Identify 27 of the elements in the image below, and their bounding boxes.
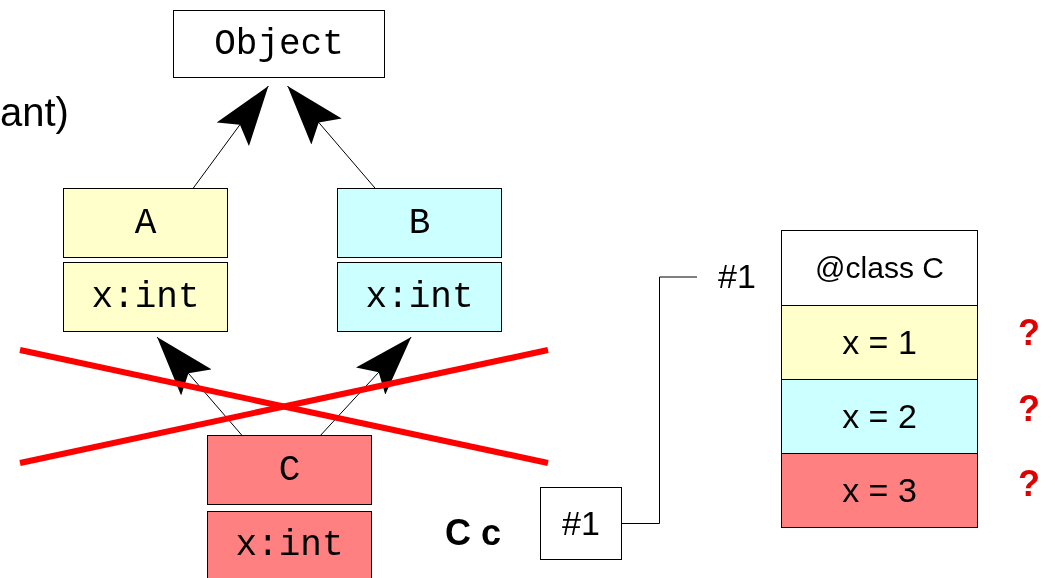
class-name-compartment: A — [63, 188, 228, 258]
address-label: #1 — [718, 257, 756, 296]
inheritance-arrow — [287, 85, 376, 189]
question-mark: ? — [1018, 312, 1040, 354]
cut-off-text: ant) — [0, 90, 69, 135]
field-value-compartment: x = 1 — [781, 305, 978, 380]
pointer-value-box: #1 — [540, 487, 622, 560]
class-box — [337, 188, 502, 332]
inheritance-arrow — [320, 336, 412, 436]
object-box — [781, 230, 978, 528]
class-name-compartment: C — [207, 435, 372, 505]
inheritance-arrow — [192, 85, 269, 189]
connector-line — [621, 276, 698, 524]
class-box — [63, 188, 228, 332]
field-compartment: x:int — [63, 262, 228, 332]
question-mark: ? — [1018, 388, 1040, 430]
field-compartment: x:int — [207, 511, 372, 578]
variable-label: C c — [445, 512, 502, 554]
class-header-compartment: @class C — [781, 230, 978, 306]
field-value-compartment: x = 3 — [781, 453, 978, 528]
inheritance-arrow — [156, 336, 243, 436]
field-compartment: x:int — [337, 262, 502, 332]
field-value-compartment: x = 2 — [781, 379, 978, 454]
class-name-compartment: Object — [173, 10, 385, 78]
class-name-compartment: B — [337, 188, 502, 258]
question-mark: ? — [1018, 463, 1040, 505]
class-box — [207, 435, 372, 578]
